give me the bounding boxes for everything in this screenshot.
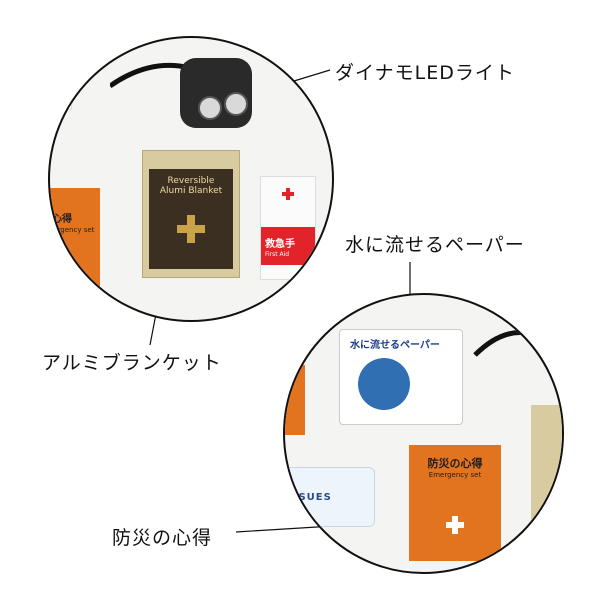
strap-image bbox=[473, 330, 536, 357]
disaster-guide-booklet: 防災の心得 Emergency set bbox=[409, 445, 501, 561]
guide-sub: Emergency set bbox=[428, 471, 482, 479]
guide-partial-sub: Emergency set bbox=[50, 226, 95, 234]
flushable-paper-pack: 水に流せるペーパー bbox=[339, 329, 463, 425]
gold-cross-icon bbox=[177, 215, 205, 243]
blanket-item-edge bbox=[531, 405, 562, 555]
dynamo-light-image bbox=[110, 58, 252, 128]
tissue-pack: ISSUES bbox=[285, 467, 375, 527]
first-aid-en: First Aid bbox=[265, 251, 290, 258]
blanket-title-2: Alumi Blanket bbox=[159, 185, 223, 196]
label-alumi-blanket: アルミブランケット bbox=[42, 352, 222, 374]
zoom-circle-bottom: 水に流せるペーパー ISSUES 防災の心得 Emergency set bbox=[283, 293, 564, 574]
tissue-text: ISSUES bbox=[286, 492, 332, 503]
blanket-label-card: Reversible Alumi Blanket bbox=[149, 169, 233, 269]
red-cross-icon bbox=[282, 188, 294, 200]
guide-title: 防災の心得 bbox=[427, 457, 483, 470]
zoom-circle-top: の心得 Emergency set Reversible Alumi Blank… bbox=[48, 36, 334, 322]
guide-partial-title: の心得 bbox=[50, 214, 72, 225]
label-disaster-guide: 防災の心得 bbox=[112, 527, 213, 549]
orange-item-edge bbox=[285, 365, 305, 435]
earth-graphic bbox=[358, 358, 410, 410]
label-flushable-paper: 水に流せるペーパー bbox=[345, 234, 525, 256]
white-cross-icon bbox=[446, 516, 464, 534]
first-aid-band: 救急手 First Aid bbox=[261, 227, 315, 265]
label-dynamo-light: ダイナモLEDライト bbox=[335, 62, 515, 84]
alumi-blanket-package: Reversible Alumi Blanket bbox=[142, 150, 240, 278]
first-aid-jp: 救急手 bbox=[265, 239, 295, 250]
guide-booklet-partial: の心得 Emergency set bbox=[50, 188, 100, 288]
first-aid-package: 救急手 First Aid bbox=[260, 176, 316, 280]
paper-pack-title: 水に流せるペーパー bbox=[350, 340, 440, 351]
blanket-title-1: Reversible bbox=[167, 176, 215, 186]
white-item-edge bbox=[50, 48, 72, 110]
